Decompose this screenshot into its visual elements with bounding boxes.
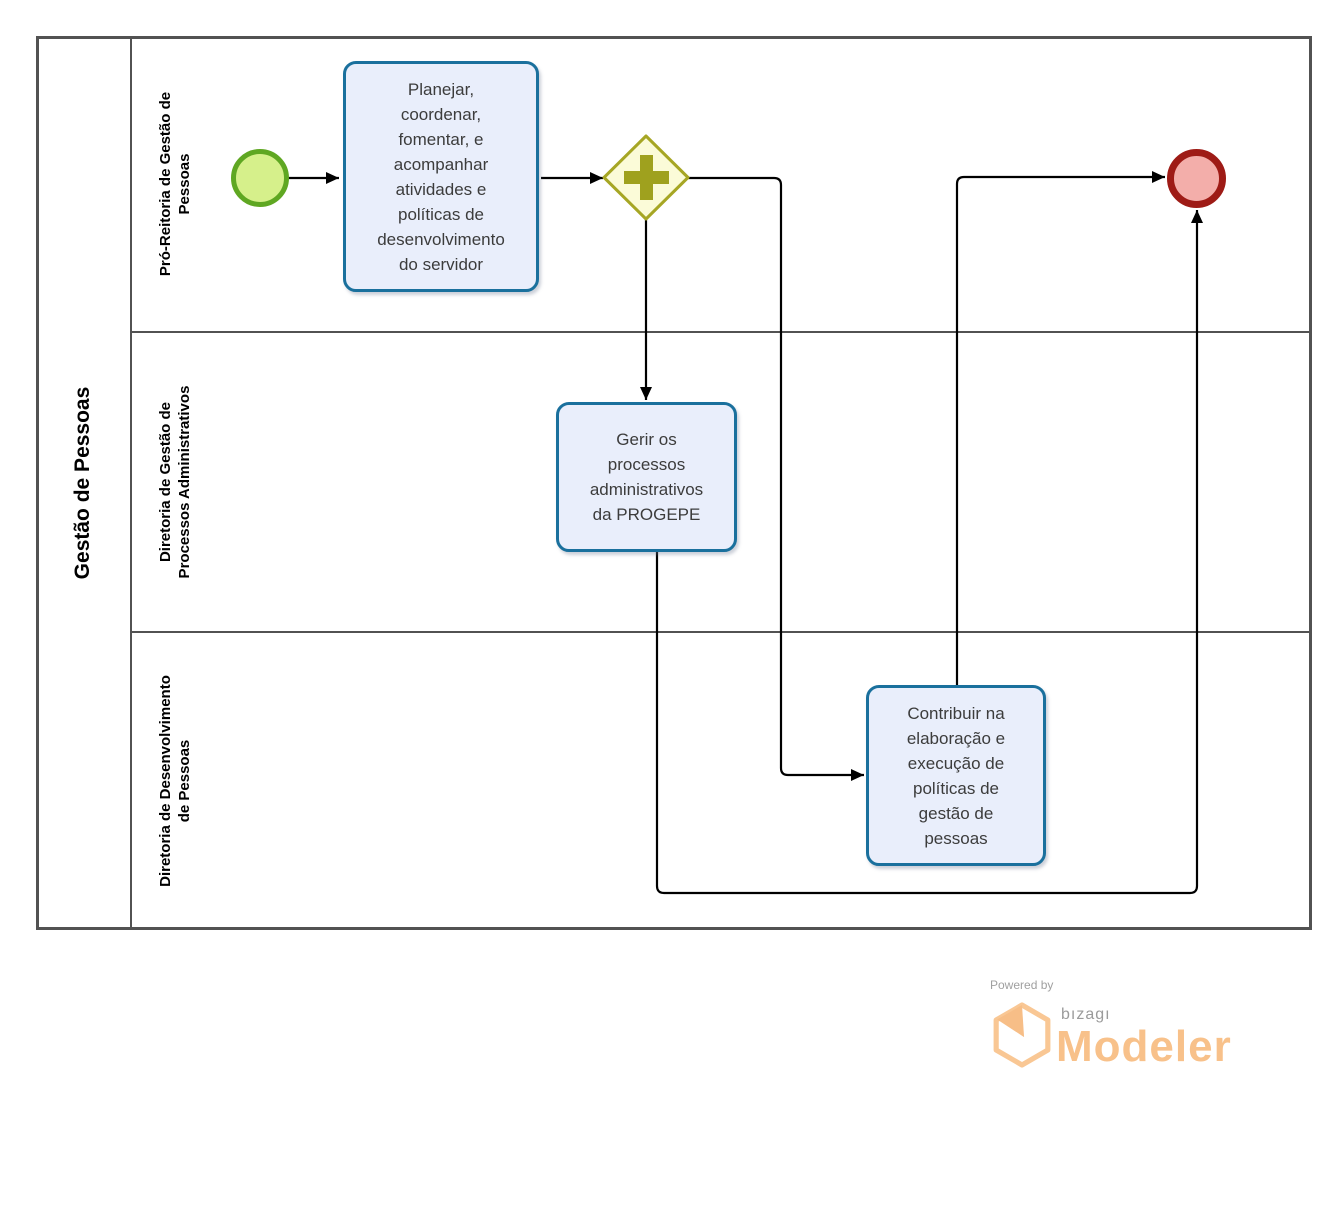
pool-border <box>36 36 1312 930</box>
lane-label-gestao-processos: Diretoria de Gestão de Processos Adminis… <box>157 385 193 579</box>
plus-icon <box>624 155 669 200</box>
bizagi-brand-text: bızagı <box>1061 1006 1111 1023</box>
start-event <box>231 149 289 207</box>
flow-gerir-to-end <box>655 210 1203 895</box>
pool-label: Gestão de Pessoas <box>71 386 94 580</box>
flow-contribuir-to-end <box>955 171 1165 686</box>
lane-label-desenvolvimento: Diretoria de Desenvolvimento de Pessoas <box>157 675 193 887</box>
flow-gateway-to-contribuir <box>688 176 864 781</box>
task-contribuir: Contribuir na elaboração e execução de p… <box>866 685 1046 866</box>
task-gerir: Gerir os processos administrativos da PR… <box>556 402 737 552</box>
modeler-product-text: Modeler <box>1056 1022 1232 1071</box>
lane-label-pro-reitoria: Pró-Reitoria de Gestão de Pessoas <box>157 91 193 277</box>
end-event <box>1167 149 1226 208</box>
bizagi-hexagon-icon <box>991 1001 1053 1074</box>
task-planejar: Planejar, coordenar, fomentar, e acompan… <box>343 61 539 292</box>
powered-by-text: Powered by <box>990 978 1054 992</box>
parallel-gateway <box>602 134 690 221</box>
